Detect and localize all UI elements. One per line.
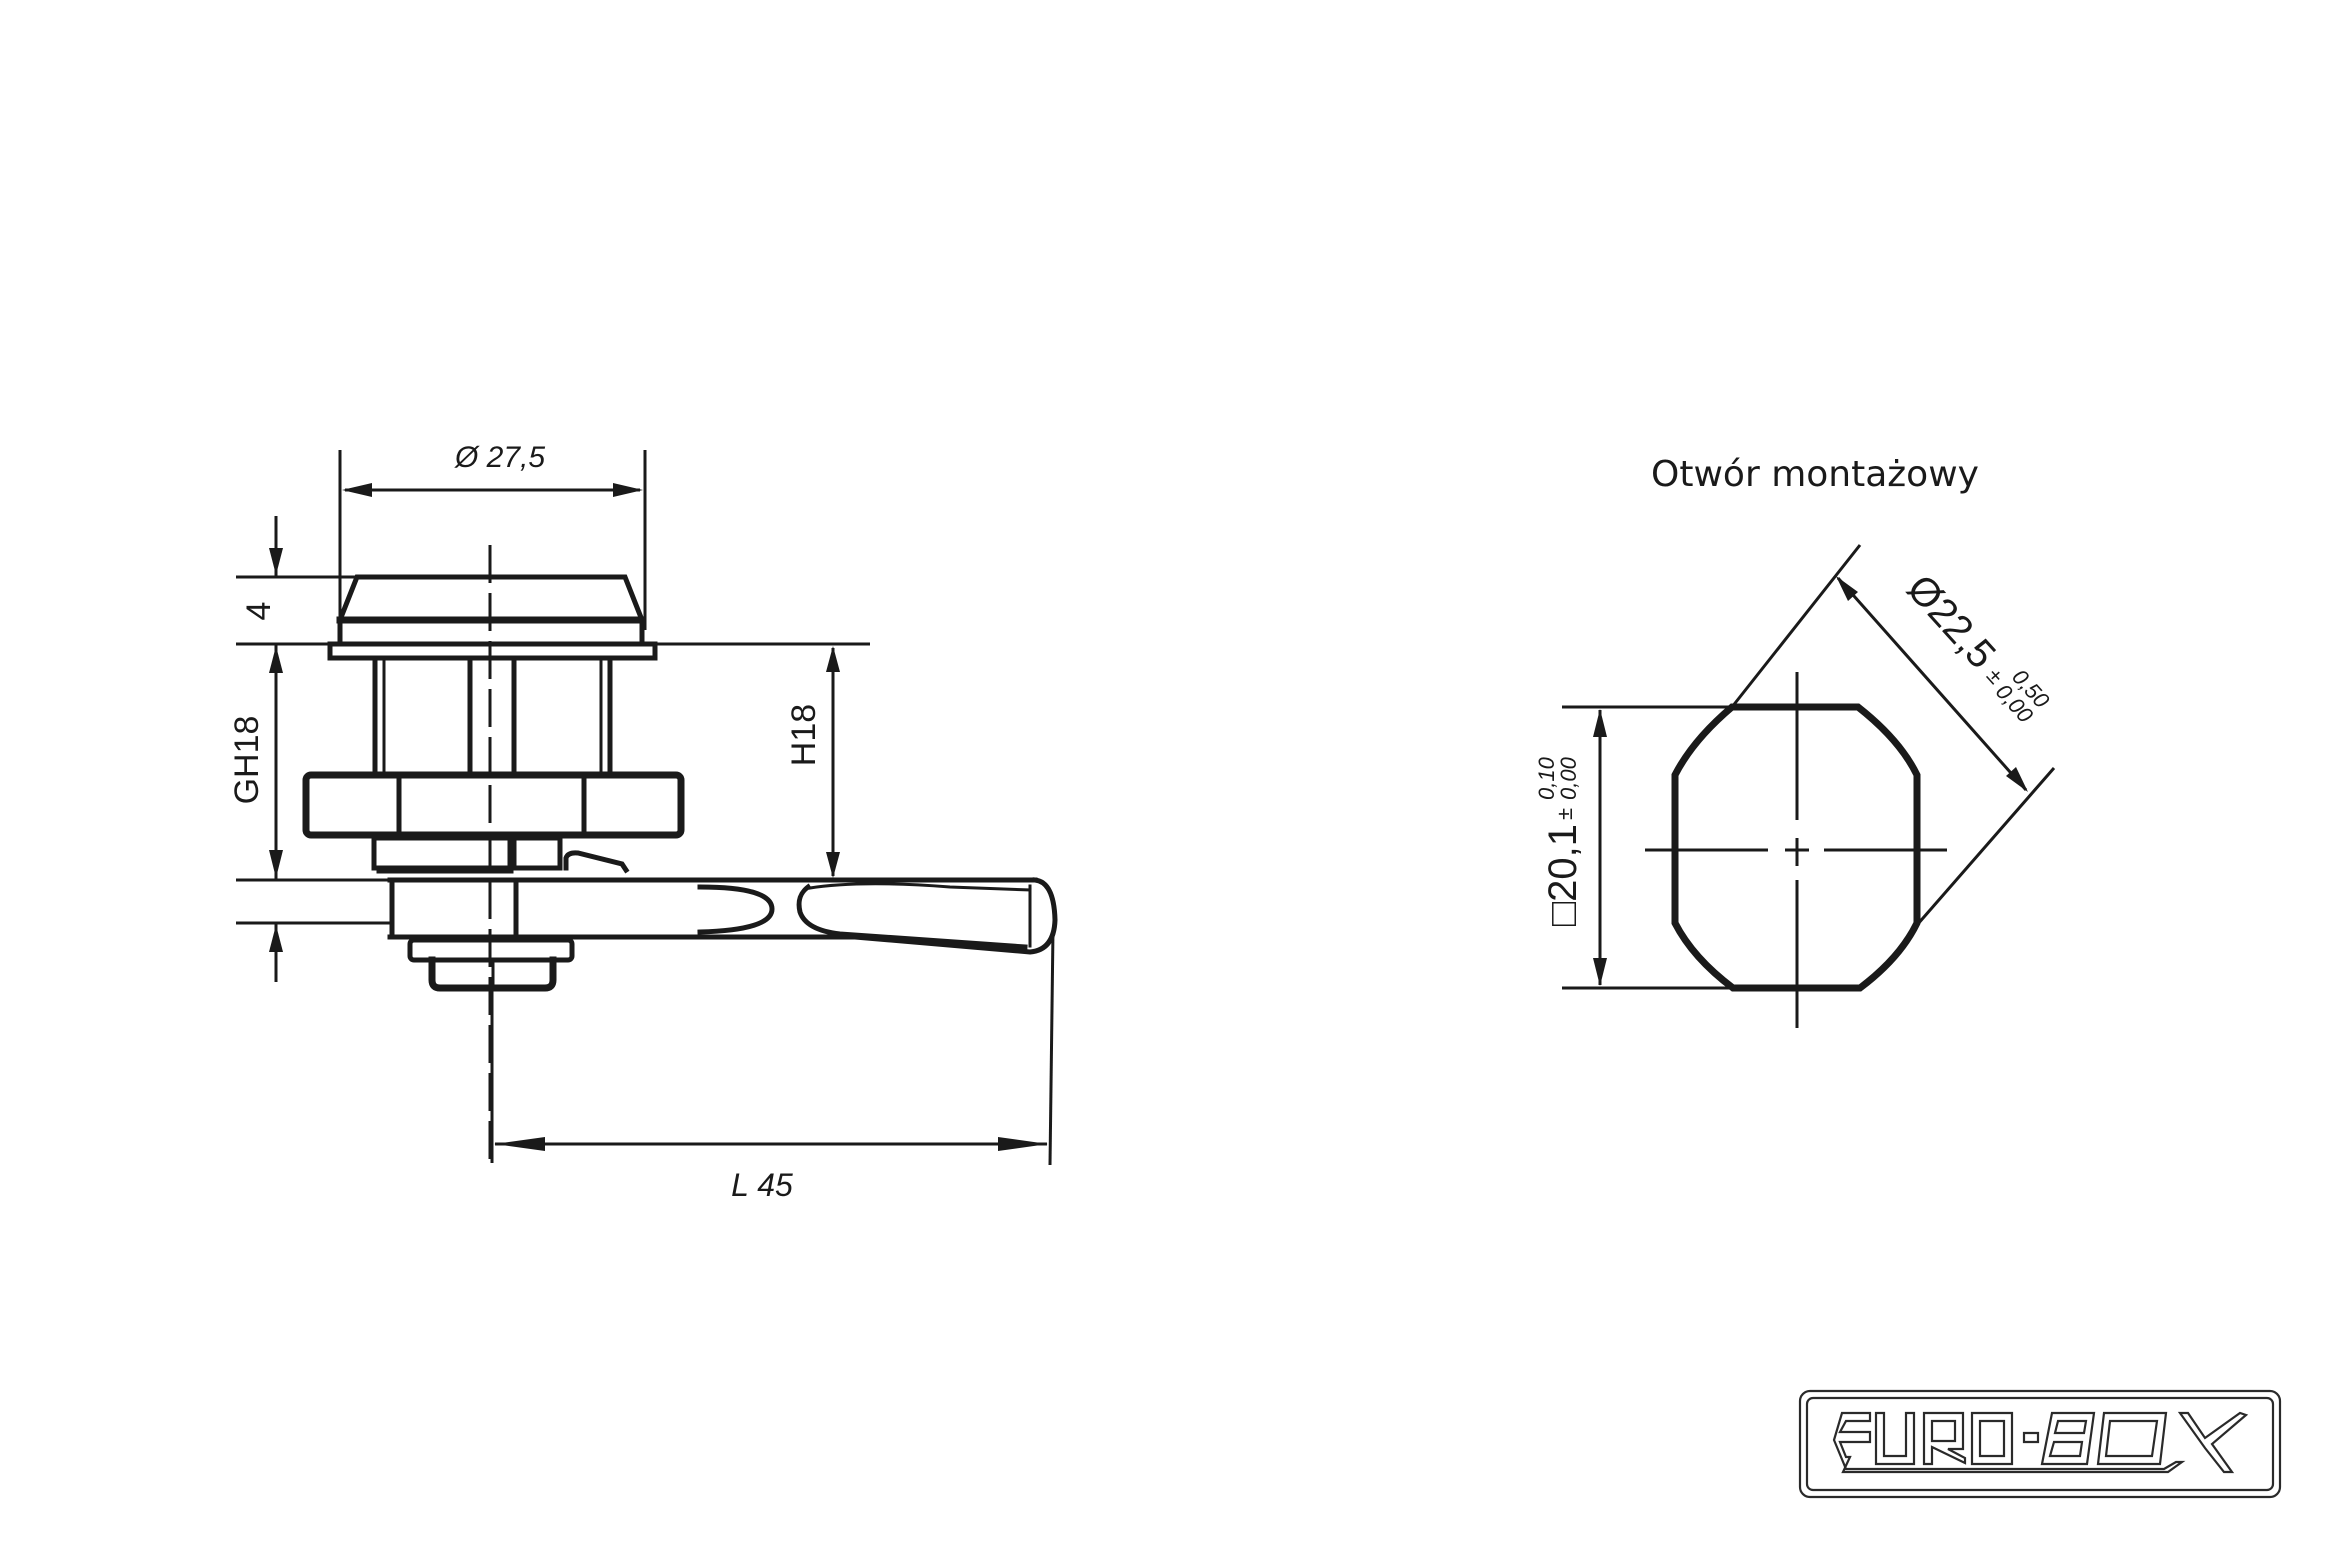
cam-lock-side-view: Ø 27,5 4 (228, 441, 1058, 1203)
cam-lever (387, 877, 1058, 955)
euro-box-logo: EURO-BOX (1798, 1389, 2282, 1499)
head-height-label: 4 (240, 602, 278, 621)
lock-body (372, 655, 613, 776)
spacer (371, 835, 630, 874)
square-size-label: □20,1 (1541, 824, 1585, 926)
cam-height-dimension: H18 (785, 646, 840, 878)
center-crosshair (1645, 672, 1947, 1028)
square-tolerance-lower: 0,00 (1556, 756, 1581, 800)
grip-height-dimension: GH18 (228, 644, 390, 982)
square-tolerance-sign: ± (1552, 808, 1577, 820)
cam-length-label: L 45 (731, 1167, 793, 1203)
arrow-right-icon (613, 483, 643, 497)
hex-nut (302, 771, 685, 839)
diameter-dimension: Ø 27,5 (338, 441, 647, 630)
square-dimension: □20,1 ± 0,10 0,00 (1534, 705, 1733, 990)
mounting-hole-title: Otwór montażowy (1651, 454, 1979, 495)
bottom-nut (407, 937, 575, 992)
diameter-label: Ø 27,5 (454, 441, 545, 474)
logo-letters-icon (1832, 1411, 2249, 1474)
hole-outline (1671, 703, 1921, 992)
cam-length-dimension: L 45 (490, 929, 1055, 1203)
square-tolerance-upper: 0,10 (1534, 756, 1559, 800)
cam-height-label: H18 (785, 704, 823, 766)
arrow-left-icon (342, 483, 372, 497)
grip-height-label: GH18 (228, 716, 266, 805)
